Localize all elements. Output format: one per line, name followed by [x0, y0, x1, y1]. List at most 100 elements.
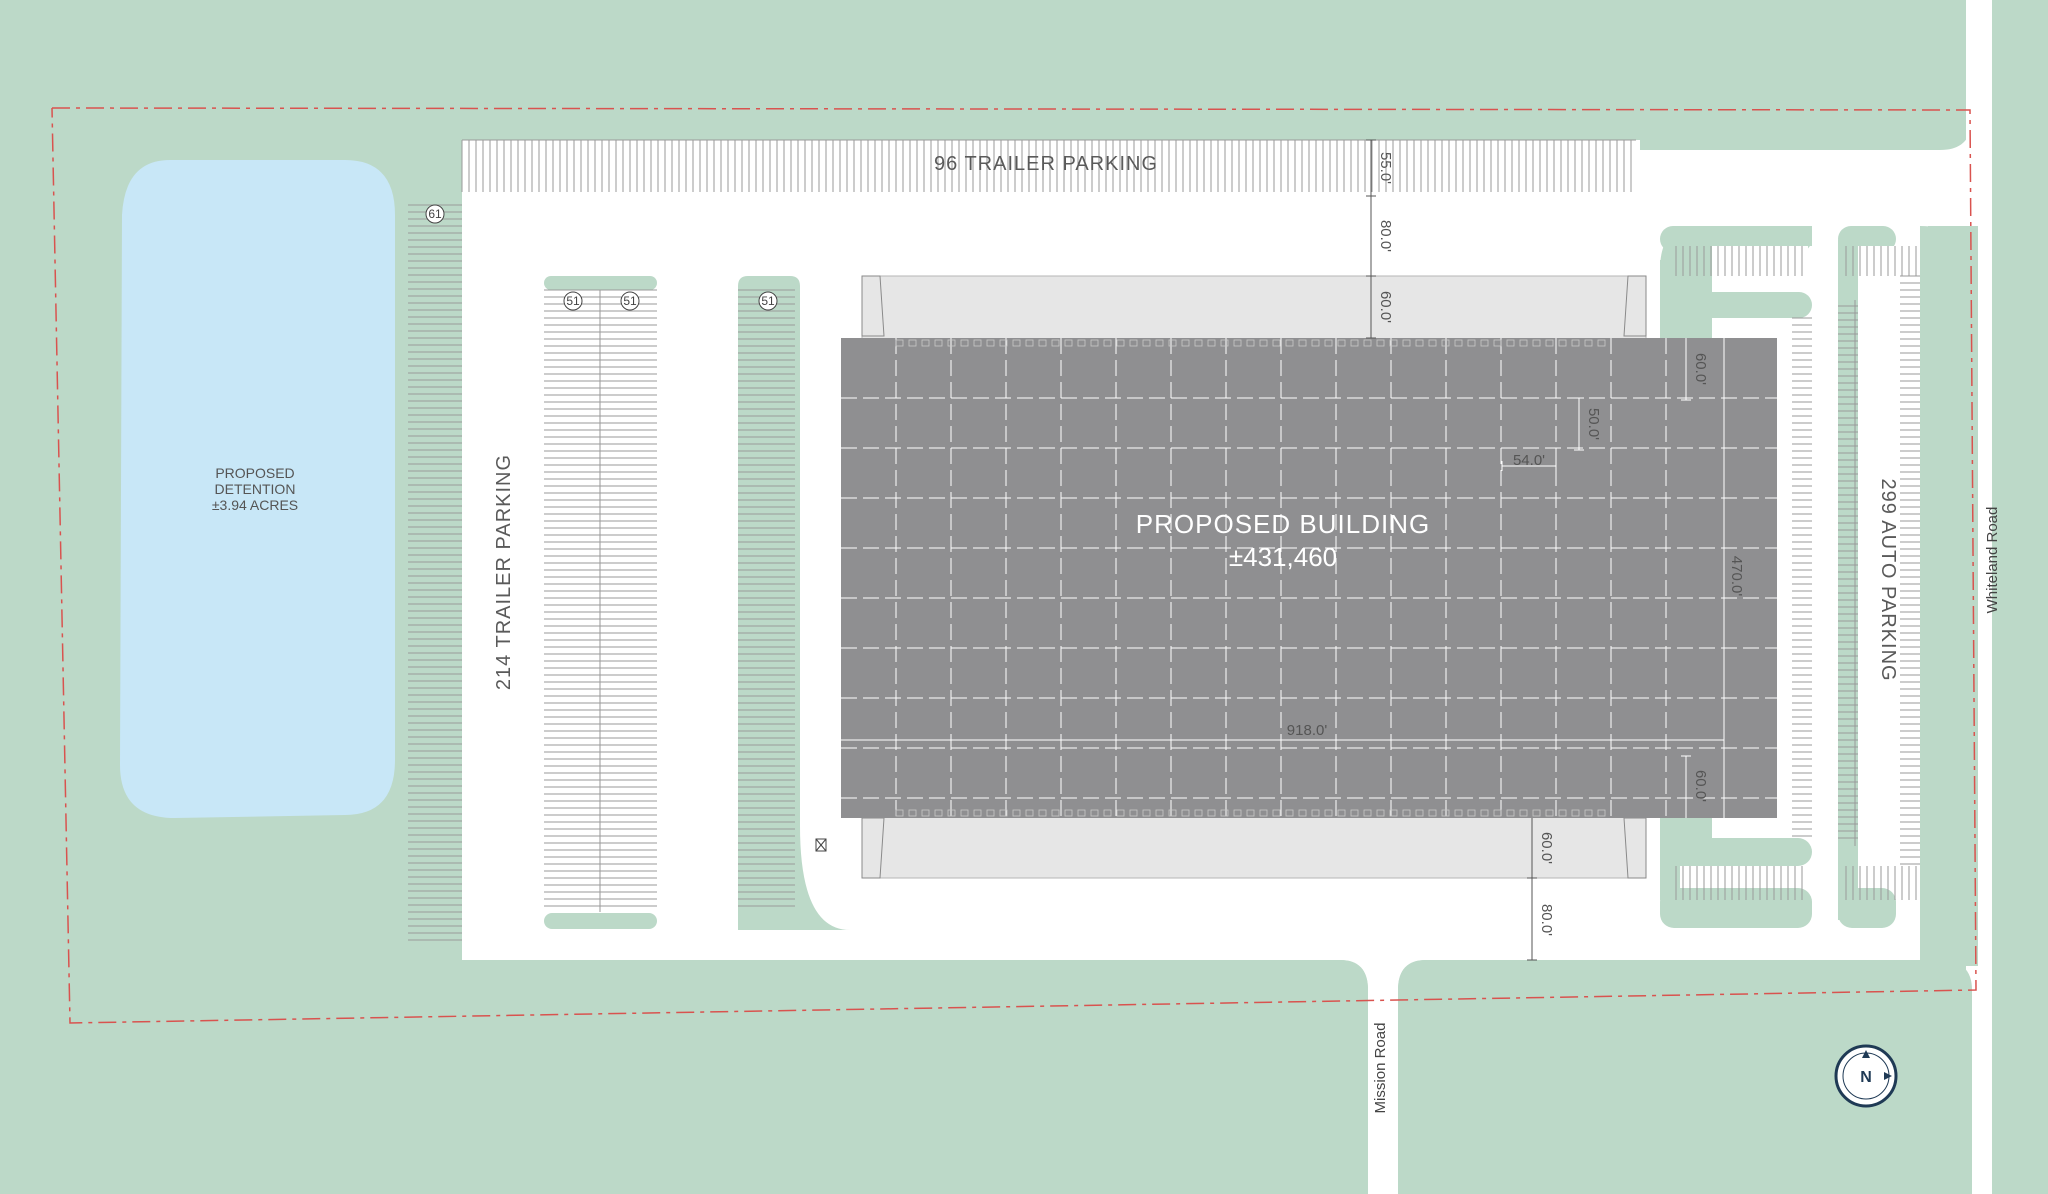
auto-parking-label: 299 AUTO PARKING: [1877, 478, 1899, 681]
dock-door: [1467, 809, 1476, 817]
trailer-parking-left-label: 214 TRAILER PARKING: [493, 454, 515, 690]
dim-top-drive: 80.0': [1377, 220, 1394, 252]
dock-door: [934, 339, 943, 347]
dim-bay-width: 54.0': [1513, 452, 1545, 469]
dock-door: [1233, 809, 1242, 817]
dock-door: [1246, 339, 1255, 347]
dim-building-width: 918.0': [1287, 722, 1328, 739]
dock-door: [947, 339, 956, 347]
dock-door: [895, 809, 904, 817]
parking-stripes: [408, 139, 1920, 941]
dock-door: [1545, 809, 1554, 817]
dock-door: [1532, 809, 1541, 817]
dock-door: [934, 809, 943, 817]
dock-door: [986, 339, 995, 347]
stall-count-badge-island-1b: 51: [620, 291, 640, 311]
dock-door: [1116, 809, 1125, 817]
dock-door: [1337, 809, 1346, 817]
dock-door: [1168, 339, 1177, 347]
stall-count-island-1a: 51: [566, 294, 580, 308]
dock-door: [986, 809, 995, 817]
dim-top-dock: 60.0': [1377, 291, 1394, 323]
dock-door: [1285, 339, 1294, 347]
dock-door: [1532, 339, 1541, 347]
dock-door: [1597, 809, 1606, 817]
detention-label: PROPOSED DETENTION ±3.94 ACRES: [212, 465, 298, 513]
dock-door: [1337, 339, 1346, 347]
dock-door: [1350, 339, 1359, 347]
dock-door: [1103, 809, 1112, 817]
dock-door: [1558, 809, 1567, 817]
dim-top-parking-depth: 55.0': [1377, 152, 1394, 184]
dock-door: [1571, 809, 1580, 817]
dock-door: [1558, 339, 1567, 347]
dock-door: [1506, 339, 1515, 347]
trailer-parking-top-label: 96 TRAILER PARKING: [934, 153, 1158, 175]
dock-door: [1246, 809, 1255, 817]
dock-door: [1402, 809, 1411, 817]
dock-door: [1415, 809, 1424, 817]
dock-door: [1090, 339, 1099, 347]
dock-door: [1298, 339, 1307, 347]
dock-door: [1155, 809, 1164, 817]
detention-label-line1: PROPOSED: [215, 465, 294, 481]
dock-door: [947, 809, 956, 817]
dock-door: [1090, 809, 1099, 817]
dock-door: [1038, 809, 1047, 817]
dock-door: [1467, 339, 1476, 347]
dock-door: [1493, 809, 1502, 817]
dock-door: [895, 339, 904, 347]
dock-door: [1298, 809, 1307, 817]
dock-door: [1441, 339, 1450, 347]
north-dock-apron: [861, 275, 1647, 341]
dock-door: [1454, 339, 1463, 347]
dock-door: [1311, 339, 1320, 347]
south-grass-east: [1398, 960, 1972, 1194]
dock-door: [1428, 809, 1437, 817]
dock-door: [1480, 809, 1489, 817]
dock-door: [1259, 339, 1268, 347]
dock-door: [1324, 809, 1333, 817]
dock-door: [1038, 339, 1047, 347]
dock-door: [1207, 339, 1216, 347]
dock-door: [1142, 339, 1151, 347]
property-line: [51, 107, 1977, 1024]
mission-road-label: Mission Road: [1372, 1023, 1389, 1114]
south-grass-west: [0, 960, 1368, 1194]
dimension-lines: [841, 139, 1725, 961]
dock-door: [1025, 809, 1034, 817]
dock-door: [1519, 339, 1528, 347]
dock-door: [1181, 809, 1190, 817]
transformer-icon: [815, 838, 827, 852]
dock-door: [960, 339, 969, 347]
whiteland-road-label: Whiteland Road: [1984, 507, 2001, 614]
dock-door: [1493, 339, 1502, 347]
dock-door: [1311, 809, 1320, 817]
dock-door: [1584, 809, 1593, 817]
dock-door: [1285, 809, 1294, 817]
dim-building-depth: 470.0': [1728, 556, 1745, 597]
dock-door: [973, 339, 982, 347]
dock-door: [1272, 339, 1281, 347]
stall-count-badge-island-2: 51: [758, 291, 778, 311]
dock-door: [1584, 339, 1593, 347]
dock-door: [960, 809, 969, 817]
dock-door: [1545, 339, 1554, 347]
dock-door: [1168, 809, 1177, 817]
south-dock-apron: [861, 813, 1647, 879]
dock-door: [1181, 339, 1190, 347]
dock-door: [1506, 809, 1515, 817]
dock-door: [999, 339, 1008, 347]
dock-door: [1454, 809, 1463, 817]
dock-door: [908, 339, 917, 347]
dock-door: [1376, 809, 1385, 817]
dock-door: [1402, 339, 1411, 347]
detention-pond: [120, 160, 395, 818]
dock-door: [973, 809, 982, 817]
dock-door: [1142, 809, 1151, 817]
dock-door: [921, 339, 930, 347]
dock-door: [1597, 339, 1606, 347]
dock-door: [1129, 339, 1138, 347]
column-grid: [841, 338, 1777, 818]
